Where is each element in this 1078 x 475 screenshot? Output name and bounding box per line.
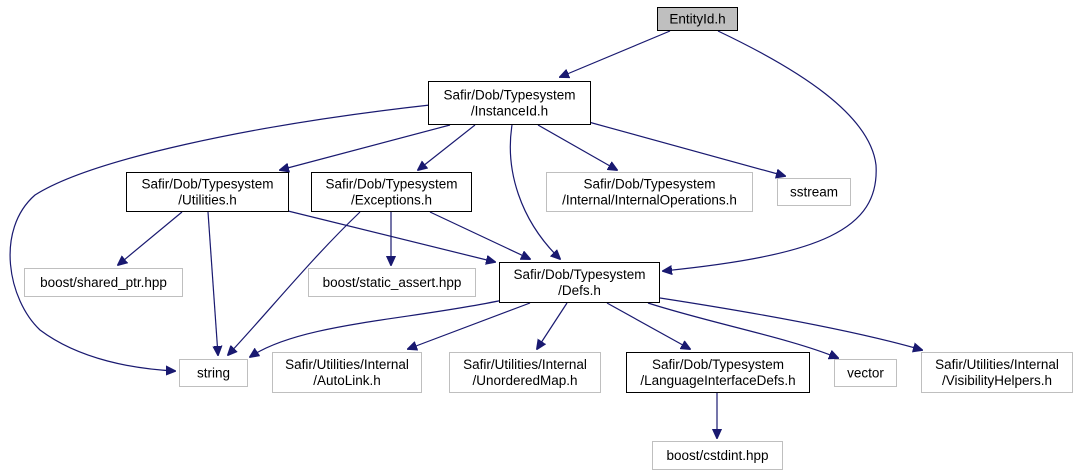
node-visibility: Safir/Utilities/Internal/VisibilityHelpe… (921, 352, 1073, 393)
node-label: sstream (790, 185, 838, 200)
node-label: /AutoLink.h (313, 373, 381, 388)
node-box (626, 352, 810, 393)
node-box (308, 268, 476, 297)
node-label: Safir/Dob/Typesystem (443, 88, 575, 103)
edge-instanceid-to-string (9, 104, 431, 371)
node-defs[interactable]: Safir/Dob/Typesystem/Defs.h (499, 262, 660, 303)
node-label: /VisibilityHelpers.h (942, 373, 1052, 388)
node-unorderedmap: Safir/Utilities/Internal/UnorderedMap.h (449, 352, 601, 393)
node-box (449, 352, 601, 393)
edge-defs-to-visibility (659, 297, 922, 350)
node-label: Safir/Dob/Typesystem (141, 177, 273, 192)
node-box (126, 172, 289, 212)
node-sstream: sstream (777, 178, 851, 206)
node-box (428, 81, 591, 125)
node-label: EntityId.h (669, 12, 725, 27)
node-label: Safir/Utilities/Internal (463, 357, 587, 372)
edge-exceptions-to-defs (429, 211, 530, 259)
node-box (311, 172, 472, 212)
node-label: /UnorderedMap.h (472, 373, 577, 388)
node-utilities[interactable]: Safir/Dob/Typesystem/Utilities.h (126, 172, 289, 212)
node-langif[interactable]: Safir/Dob/Typesystem/LanguageInterfaceDe… (626, 352, 810, 393)
node-label: /Internal/InternalOperations.h (562, 193, 737, 208)
node-label: Safir/Utilities/Internal (285, 357, 409, 372)
node-label: boost/shared_ptr.hpp (40, 275, 167, 290)
edge-instanceid-to-sstream (584, 120, 785, 176)
edge-instanceid-to-internalops (537, 124, 617, 170)
node-box (777, 178, 851, 206)
node-box (24, 268, 183, 297)
node-string: string (179, 359, 248, 387)
edge-defs-to-langif (606, 302, 690, 349)
edge-defs-to-unorderedmap (537, 302, 568, 349)
node-label: string (197, 366, 230, 381)
edge-entityid-to-defs (663, 30, 877, 271)
node-label: /InstanceId.h (471, 104, 548, 119)
node-label: Safir/Dob/Typesystem (325, 177, 457, 192)
node-box (546, 172, 753, 212)
node-box (834, 359, 897, 387)
node-exceptions[interactable]: Safir/Dob/Typesystem/Exceptions.h (311, 172, 472, 212)
node-staticassert: boost/static_assert.hpp (308, 268, 476, 297)
node-label: Safir/Dob/Typesystem (583, 177, 715, 192)
node-box (179, 359, 248, 387)
edge-instanceid-to-defs (509, 124, 560, 259)
edge-exceptions-to-string (228, 211, 361, 355)
node-label: Safir/Dob/Typesystem (652, 357, 784, 372)
edge-entityid-to-instanceid (560, 30, 671, 77)
edge-utilities-to-sharedptr (118, 211, 183, 265)
node-label: vector (847, 366, 884, 381)
edge-utilities-to-string (207, 211, 218, 355)
node-box (272, 352, 422, 393)
node-cstdint: boost/cstdint.hpp (652, 441, 783, 470)
node-label: boost/cstdint.hpp (666, 448, 768, 463)
edge-defs-to-string (250, 299, 504, 357)
edge-defs-to-autolink (408, 302, 531, 349)
node-internalops: Safir/Dob/Typesystem/Internal/InternalOp… (546, 172, 753, 212)
edges-layer (9, 30, 922, 438)
node-box (921, 352, 1073, 393)
node-box (499, 262, 660, 303)
node-label: boost/static_assert.hpp (323, 275, 462, 290)
node-label: /Defs.h (558, 283, 601, 298)
node-entityid[interactable]: EntityId.h (657, 7, 738, 31)
node-label: /Utilities.h (178, 193, 237, 208)
node-vector: vector (834, 359, 897, 387)
node-label: Safir/Utilities/Internal (935, 357, 1059, 372)
node-box (657, 7, 738, 31)
node-label: /LanguageInterfaceDefs.h (640, 373, 795, 388)
node-label: Safir/Dob/Typesystem (513, 267, 645, 282)
nodes-layer: EntityId.hSafir/Dob/Typesystem/InstanceI… (24, 7, 1073, 470)
edge-instanceid-to-utilities (280, 124, 451, 170)
edge-defs-to-vector (647, 302, 838, 358)
node-autolink: Safir/Utilities/Internal/AutoLink.h (272, 352, 422, 393)
node-sharedptr: boost/shared_ptr.hpp (24, 268, 183, 297)
node-instanceid[interactable]: Safir/Dob/Typesystem/InstanceId.h (428, 81, 591, 125)
node-box (652, 441, 783, 470)
edge-instanceid-to-exceptions (418, 124, 476, 170)
node-label: /Exceptions.h (351, 193, 432, 208)
